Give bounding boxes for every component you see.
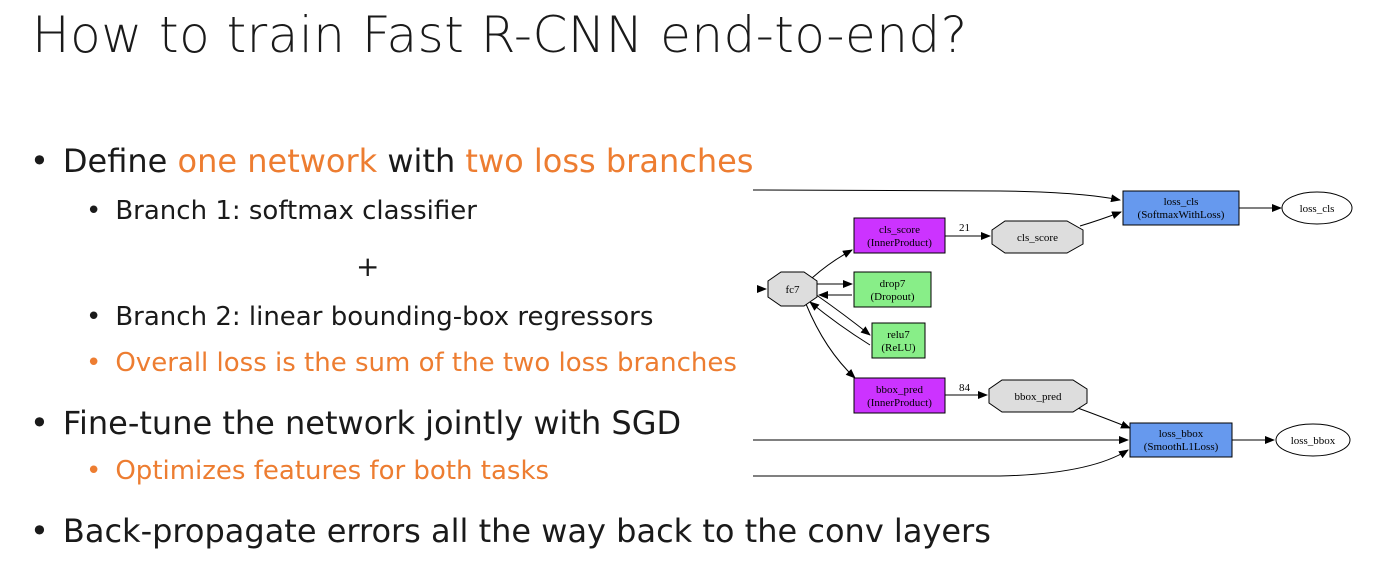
bullet-overall-loss: Overall loss is the sum of the two loss … [86, 348, 737, 378]
loss-bbox-layer-name: loss_bbox [1159, 428, 1204, 440]
loss-cls-output-label: loss_cls [1300, 203, 1335, 215]
bullet-backprop: Back-propagate errors all the way back t… [30, 512, 991, 550]
bbox-pred-blob [988, 379, 1088, 413]
loss-bbox-layer-type: (SmoothL1Loss) [1144, 441, 1219, 453]
bbox-pred-layer-type: (InnerProduct) [867, 397, 932, 409]
cls-score-layer-name: cls_score [879, 224, 920, 236]
edge-relu7-to-fc7 [809, 301, 871, 346]
loss-cls-layer-name: loss_cls [1164, 196, 1199, 208]
loss-cls-layer-type: (SoftmaxWithLoss) [1138, 209, 1225, 221]
highlight-two-loss-branches: two loss branches [465, 142, 754, 180]
edge-cls-blob-to-loss-cls [1079, 211, 1122, 227]
relu7-layer-name: relu7 [887, 329, 910, 341]
cls-score-layer-type: (InnerProduct) [867, 237, 932, 249]
loss-bbox-output [1275, 423, 1351, 457]
branch-2-text: Branch 2: linear bounding-box regressors [115, 302, 654, 332]
edge-weights-to-loss-bbox [753, 449, 1129, 477]
bullet-define-mid: with [377, 142, 466, 180]
cls-score-blob [991, 220, 1084, 254]
slide-title: How to train Fast R-CNN end-to-end? [32, 6, 968, 64]
fine-tune-text: Fine-tune the network jointly with SGD [62, 404, 682, 442]
bullet-optimizes: Optimizes features for both tasks [86, 456, 549, 486]
loss-cls-output [1281, 191, 1353, 225]
bbox-pred-layer [853, 377, 946, 414]
edge-fc7-to-bbox-pred [805, 303, 856, 379]
bullet-define-pre: Define [62, 142, 178, 180]
backprop-text: Back-propagate errors all the way back t… [62, 512, 991, 550]
relu7-layer [871, 322, 926, 359]
optimizes-text: Optimizes features for both tasks [115, 456, 550, 486]
highlight-one-network: one network [177, 142, 378, 180]
bbox-pred-layer-name: bbox_pred [876, 384, 924, 396]
bullet-branch-2: Branch 2: linear bounding-box regressors [86, 302, 653, 332]
cls-score-blob-label: cls_score [1017, 232, 1058, 244]
fc7-label: fc7 [785, 284, 800, 296]
drop7-layer-type: (Dropout) [871, 291, 915, 303]
bullet-define: Define one network with two loss branche… [30, 142, 753, 180]
edge-label-84: 84 [959, 382, 971, 394]
bbox-pred-blob-label: bbox_pred [1014, 391, 1062, 403]
edge-fc7-to-cls-score [811, 249, 853, 279]
overall-loss-text: Overall loss is the sum of the two loss … [115, 348, 737, 378]
edge-fc7-to-relu7 [814, 293, 871, 336]
cls-score-layer [853, 217, 946, 254]
bullet-fine-tune: Fine-tune the network jointly with SGD [30, 404, 681, 442]
loss-bbox-layer [1129, 422, 1233, 458]
loss-cls-layer [1122, 190, 1240, 226]
relu7-layer-type: (ReLU) [881, 342, 916, 354]
edge-label-21: 21 [959, 222, 970, 234]
branch-1-text: Branch 1: softmax classifier [115, 196, 477, 226]
plus-sign: + [356, 250, 380, 283]
edge-label-to-loss-cls [752, 189, 1121, 203]
drop7-layer [853, 271, 932, 308]
loss-bbox-output-label: loss_bbox [1291, 435, 1336, 447]
drop7-layer-name: drop7 [880, 278, 906, 290]
bullet-branch-1: Branch 1: softmax classifier [86, 196, 477, 226]
edge-bbox-blob-to-loss-bbox [1074, 406, 1131, 429]
fc7-node [767, 271, 818, 307]
